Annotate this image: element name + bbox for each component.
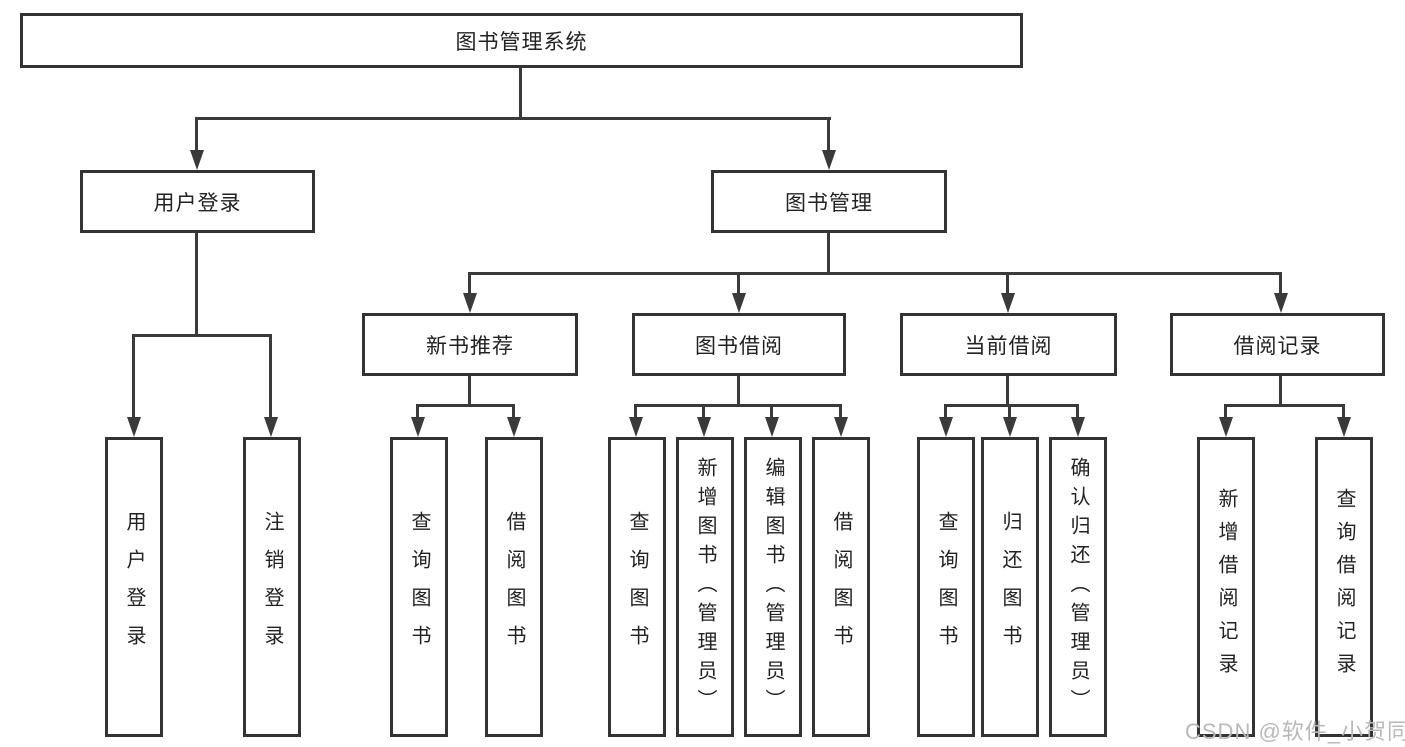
arrow-down-icon	[264, 417, 278, 437]
connector-line	[1224, 404, 1345, 407]
connector-line	[512, 404, 515, 422]
node-current-borrow-label: 当前借阅	[964, 334, 1053, 358]
leaf-logout-label: 注销登录	[261, 511, 283, 663]
connector-line	[737, 272, 740, 298]
node-book-borrow-label: 图书借阅	[695, 334, 783, 358]
node-borrow-records: 借阅记录	[1170, 313, 1385, 376]
leaf-cb-confirm-return-admin: 确认归还（管理员）	[1049, 437, 1107, 737]
connector-line	[1076, 404, 1079, 422]
leaf-cb-query-books: 查询图书	[917, 437, 975, 737]
leaf-br-query-record: 查询借阅记录	[1315, 437, 1373, 737]
connector-line	[416, 404, 515, 407]
connector-line	[827, 233, 830, 275]
arrow-down-icon	[1003, 417, 1017, 437]
arrow-down-icon	[463, 293, 477, 313]
leaf-logout: 注销登录	[243, 437, 301, 737]
connector-line	[468, 272, 471, 298]
leaf-user-login-label: 用户登录	[123, 511, 145, 663]
connector-line	[132, 334, 272, 337]
leaf-bb-query-books-label: 查询图书	[626, 511, 648, 663]
connector-line	[634, 404, 637, 422]
leaf-nb-borrow-books-label: 借阅图书	[503, 511, 525, 663]
node-root: 图书管理系统	[20, 13, 1023, 68]
connector-line	[1224, 404, 1227, 422]
arrow-down-icon	[411, 417, 425, 437]
arrow-down-icon	[629, 417, 643, 437]
connector-line	[1006, 376, 1009, 407]
leaf-user-login: 用户登录	[105, 437, 163, 737]
leaf-br-add-record-label: 新增借阅记录	[1215, 488, 1237, 686]
connector-line	[195, 117, 831, 120]
watermark: CSDN @软件_小贺同学	[1185, 719, 1405, 744]
node-current-borrow: 当前借阅	[900, 313, 1117, 376]
leaf-cb-return-books: 归还图书	[981, 437, 1039, 737]
connector-line	[737, 376, 740, 407]
connector-line	[1279, 272, 1282, 298]
connector-line	[195, 233, 198, 337]
connector-line	[269, 334, 272, 422]
connector-line	[770, 404, 773, 422]
leaf-br-add-record: 新增借阅记录	[1197, 437, 1255, 737]
arrow-down-icon	[697, 417, 711, 437]
node-new-book-recommend: 新书推荐	[362, 313, 578, 376]
connector-line	[839, 404, 842, 422]
connector-line	[827, 117, 830, 155]
leaf-bb-borrow-books: 借阅图书	[812, 437, 870, 737]
arrow-down-icon	[1071, 417, 1085, 437]
node-book-management-label: 图书管理	[785, 191, 873, 215]
node-user-login: 用户登录	[80, 170, 315, 233]
node-book-management: 图书管理	[711, 170, 947, 233]
leaf-cb-return-books-label: 归还图书	[999, 511, 1021, 663]
connector-line	[1279, 376, 1282, 407]
arrow-down-icon	[1337, 417, 1351, 437]
connector-line	[634, 404, 842, 407]
connector-line	[468, 272, 1282, 275]
connector-line	[519, 68, 522, 120]
connector-line	[702, 404, 705, 422]
arrow-down-icon	[190, 150, 204, 170]
arrow-down-icon	[765, 417, 779, 437]
connector-line	[195, 117, 198, 155]
leaf-nb-query-books-label: 查询图书	[408, 511, 430, 663]
node-root-label: 图书管理系统	[455, 30, 588, 54]
leaf-bb-query-books: 查询图书	[608, 437, 666, 737]
leaf-bb-add-books-admin: 新增图书（管理员）	[676, 437, 734, 737]
leaf-nb-borrow-books: 借阅图书	[485, 437, 543, 737]
leaf-cb-confirm-return-admin-label: 确认归还（管理员）	[1067, 456, 1089, 718]
arrow-down-icon	[822, 150, 836, 170]
arrow-down-icon	[1001, 293, 1015, 313]
leaf-nb-query-books: 查询图书	[390, 437, 448, 737]
arrow-down-icon	[127, 417, 141, 437]
leaf-cb-query-books-label: 查询图书	[935, 511, 957, 663]
connector-line	[944, 404, 947, 422]
node-book-borrow: 图书借阅	[632, 313, 846, 376]
node-new-book-recommend-label: 新书推荐	[426, 334, 514, 358]
leaf-bb-edit-books-admin: 编辑图书（管理员）	[744, 437, 802, 737]
leaf-bb-add-books-admin-label: 新增图书（管理员）	[694, 456, 716, 718]
arrow-down-icon	[939, 417, 953, 437]
leaf-bb-borrow-books-label: 借阅图书	[830, 511, 852, 663]
connector-line	[416, 404, 419, 422]
connector-line	[468, 376, 471, 407]
arrow-down-icon	[1274, 293, 1288, 313]
node-user-login-label: 用户登录	[153, 191, 242, 215]
connector-line	[1006, 272, 1009, 298]
connector-line	[1008, 404, 1011, 422]
arrow-down-icon	[834, 417, 848, 437]
connector-line	[1342, 404, 1345, 422]
arrow-down-icon	[507, 417, 521, 437]
node-borrow-records-label: 借阅记录	[1233, 334, 1322, 358]
arrow-down-icon	[1219, 417, 1233, 437]
connector-line	[944, 404, 1079, 407]
leaf-br-query-record-label: 查询借阅记录	[1333, 488, 1355, 686]
arrow-down-icon	[732, 293, 746, 313]
leaf-bb-edit-books-admin-label: 编辑图书（管理员）	[762, 456, 784, 718]
connector-line	[132, 334, 135, 422]
